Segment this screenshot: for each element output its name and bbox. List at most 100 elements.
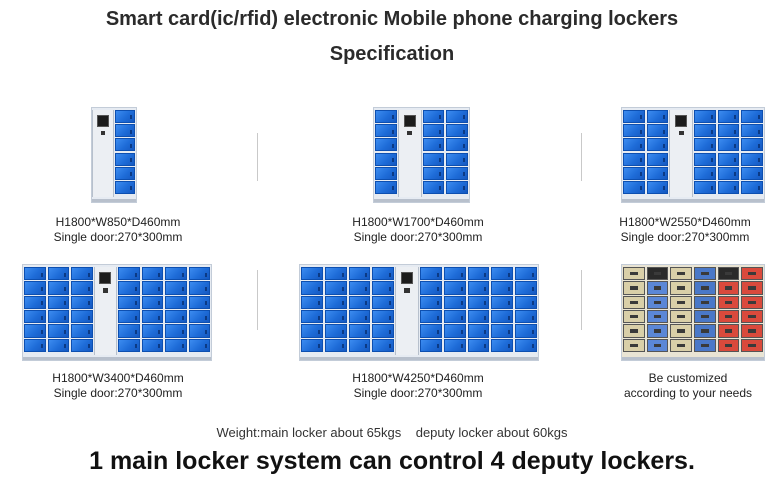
locker-door [324, 267, 347, 281]
divider [257, 270, 258, 330]
locker-door [467, 338, 490, 352]
locker-door [694, 281, 716, 295]
locker-door [646, 267, 669, 281]
locker-column [324, 267, 348, 358]
locker-door [443, 281, 466, 295]
locker-door [115, 166, 135, 180]
locker-door [324, 324, 347, 338]
locker-door [348, 281, 371, 295]
locker-door [422, 166, 445, 180]
locker-door [741, 295, 763, 309]
locker-door [646, 124, 669, 138]
locker-door [443, 295, 466, 309]
locker-image-5 [299, 264, 539, 361]
locker-door [717, 180, 740, 194]
locker-door [623, 324, 645, 338]
locker-base [23, 357, 211, 360]
locker-door [646, 180, 669, 194]
locker-door [188, 267, 210, 281]
locker-image-1 [91, 107, 137, 203]
control-panel [669, 110, 693, 197]
product-door: Single door:270*300mm [353, 386, 483, 400]
locker-door [670, 281, 692, 295]
page-subtitle: Specification [329, 43, 455, 65]
locker-door [467, 310, 490, 324]
locker-door [515, 310, 537, 324]
locker-column [646, 267, 670, 358]
locker-door [324, 281, 347, 295]
locker-door [694, 152, 716, 166]
locker-base [374, 199, 469, 202]
locker-door [165, 295, 187, 309]
locker-column [419, 267, 443, 358]
locker-door [717, 138, 740, 152]
touch-screen [99, 272, 112, 284]
locker-door [71, 324, 93, 338]
locker-column [717, 267, 741, 358]
locker-column [490, 267, 514, 358]
locker-column [740, 110, 764, 200]
locker-door [646, 110, 669, 124]
locker-column [622, 110, 646, 200]
locker-door [694, 124, 716, 138]
locker-door [623, 110, 645, 124]
locker-column [422, 110, 446, 200]
locker-door [491, 267, 514, 281]
locker-door [646, 310, 669, 324]
locker-door [118, 295, 140, 309]
locker-door [467, 267, 490, 281]
locker-base [622, 357, 764, 360]
locker-column [717, 110, 741, 200]
locker-column [514, 267, 538, 358]
locker-door [741, 138, 763, 152]
locker-door [372, 338, 395, 352]
locker-door [188, 324, 210, 338]
locker-door [717, 152, 740, 166]
locker-door [422, 180, 445, 194]
locker-door [741, 180, 763, 194]
locker-door [646, 138, 669, 152]
locker-door [623, 281, 645, 295]
locker-door [694, 267, 716, 281]
locker-door [491, 295, 514, 309]
locker-door [491, 281, 514, 295]
locker-door [115, 180, 135, 194]
locker-door [422, 110, 445, 124]
locker-door [71, 338, 93, 352]
product-caption: H1800*W850*D460mm Single door:270*300mm [18, 215, 218, 245]
locker-column [622, 267, 646, 358]
locker-door [670, 310, 692, 324]
locker-door [188, 310, 210, 324]
locker-door [118, 338, 140, 352]
locker-base [92, 199, 136, 202]
locker-door [646, 152, 669, 166]
locker-door [623, 124, 645, 138]
locker-door [47, 310, 69, 324]
locker-door [165, 310, 187, 324]
locker-column [300, 267, 324, 358]
locker-door [694, 324, 716, 338]
locker-door [443, 338, 466, 352]
locker-door [372, 281, 395, 295]
locker-door [301, 295, 323, 309]
locker-door [515, 281, 537, 295]
locker-column [740, 267, 764, 358]
locker-door [422, 138, 445, 152]
locker-door [301, 267, 323, 281]
product-door: according to your needs [623, 386, 753, 400]
divider [257, 133, 258, 181]
product-door: Single door:270*300mm [53, 230, 183, 244]
locker-door [717, 310, 740, 324]
locker-door [717, 281, 740, 295]
locker-base [300, 357, 538, 360]
locker-door [623, 152, 645, 166]
locker-door [372, 295, 395, 309]
locker-door [420, 281, 442, 295]
product-caption: H1800*W1700*D460mm Single door:270*300mm [318, 215, 518, 245]
locker-column [114, 110, 136, 200]
locker-column [70, 267, 94, 358]
locker-door [741, 166, 763, 180]
locker-column [188, 267, 212, 358]
locker-door [422, 124, 445, 138]
locker-door [375, 166, 397, 180]
